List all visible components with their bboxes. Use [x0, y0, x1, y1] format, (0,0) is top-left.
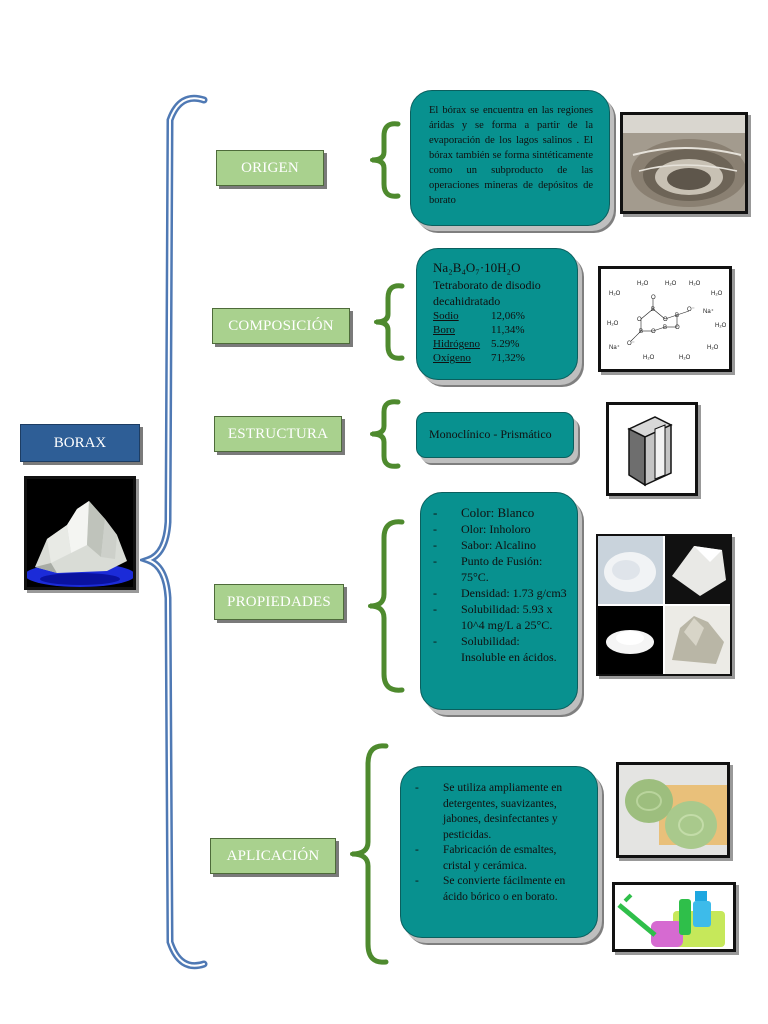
boron-label: B	[651, 307, 655, 313]
oxygen-label: O	[663, 317, 668, 323]
propiedades-brace	[368, 519, 405, 693]
aplicacion-list: Se utiliza ampliamente en detergentes, s…	[407, 781, 585, 905]
branch-label-text: APLICACIÓN	[226, 847, 320, 864]
element-pct: 12,06%	[491, 310, 525, 322]
water-label: H₂O	[643, 355, 655, 361]
molecule-diagram: H₂O H₂O H₂O H₂O H₂O H₂O H₂O H₂O H₂O H₂O …	[598, 266, 732, 372]
water-label: H₂O	[707, 345, 719, 351]
borax-samples	[596, 534, 732, 676]
estructura-box: Monoclínico - Prismático	[416, 412, 574, 458]
list-item: Solubilidad: 5.93 x 10^4 mg/L a 25°C.	[425, 601, 567, 633]
element-pct: 71,32%	[491, 352, 525, 364]
element-pct: 5.29%	[491, 338, 520, 350]
propiedades-box: Color: Blanco Olor: Inholoro Sabor: Alca…	[420, 492, 578, 710]
water-label: H₂O	[609, 291, 621, 297]
origen-brace	[370, 121, 401, 199]
boron-label: B	[663, 325, 667, 331]
oxygen-label: O	[651, 329, 656, 335]
prism-crystal	[606, 402, 698, 496]
root-label: BORAX	[20, 424, 140, 462]
estructura-brace	[370, 399, 401, 469]
list-item: Punto de Fusión: 75°C.	[425, 553, 567, 585]
sodium-label: Na⁺	[609, 344, 620, 351]
element-name: Sodio	[433, 310, 459, 322]
boron-label: B	[639, 329, 643, 335]
oxygen-label: O	[637, 317, 642, 323]
list-item: Se convierte fácilmente en ácido bórico …	[407, 874, 585, 905]
origen-box: El bórax se encuentra en las regiones ár…	[410, 90, 610, 226]
list-item: Olor: Inholoro	[425, 521, 567, 537]
element-row: Hidrógeno 5.29%	[433, 337, 565, 351]
element-row: Oxígeno 71,32%	[433, 351, 565, 365]
composicion-box: Na₂B₄O₇·10H₂O Tetraborato de disodio dec…	[416, 248, 578, 380]
list-item: Fabricación de esmaltes, cristal y cerám…	[407, 843, 585, 874]
propiedades-list: Color: Blanco Olor: Inholoro Sabor: Alca…	[425, 505, 567, 665]
branch-label-text: ESTRUCTURA	[227, 425, 329, 442]
element-pct: 11,34%	[491, 324, 525, 336]
branch-label-propiedades: PROPIEDADES	[214, 584, 344, 620]
soap-photo	[616, 762, 730, 858]
list-item: Se utiliza ampliamente en detergentes, s…	[407, 781, 585, 843]
main-brace	[140, 94, 208, 970]
element-name: Oxígeno	[433, 352, 471, 364]
branch-label-composicion: COMPOSICIÓN	[212, 308, 350, 344]
oxygen-minus-label: O⁻	[687, 307, 695, 313]
oxygen-minus-label: O⁻	[627, 341, 635, 347]
branch-label-text: ORIGEN	[241, 159, 299, 176]
water-label: H₂O	[637, 281, 649, 287]
composicion-brace	[374, 283, 405, 361]
branch-label-origen: ORIGEN	[216, 150, 324, 186]
water-label: H₂O	[689, 281, 701, 287]
element-row: Boro 11,34%	[433, 323, 565, 337]
water-label: H₂O	[715, 323, 727, 329]
water-label: H₂O	[679, 355, 691, 361]
branch-label-text: COMPOSICIÓN	[228, 317, 334, 334]
water-label: H₂O	[607, 321, 619, 327]
sodium-label: Na⁺	[703, 308, 714, 315]
element-name: Hidrógeno	[433, 338, 481, 350]
water-label: H₂O	[711, 291, 723, 297]
estructura-text: Monoclínico - Prismático	[429, 427, 552, 441]
list-item: Color: Blanco	[425, 505, 567, 521]
element-name: Boro	[433, 324, 455, 336]
compound-name: Tetraborato de disodio decahidratado	[433, 278, 541, 308]
borax-crystal-photo	[24, 476, 136, 590]
branch-label-text: PROPIEDADES	[227, 593, 331, 610]
list-item: Densidad: 1.73 g/cm3	[425, 585, 567, 601]
mine-photo	[620, 112, 748, 214]
branch-label-estructura: ESTRUCTURA	[214, 416, 342, 452]
cleaning-products-photo	[612, 882, 736, 952]
oxygen-label: O	[651, 295, 656, 301]
list-item: Sabor: Alcalino	[425, 537, 567, 553]
aplicacion-brace	[350, 743, 389, 965]
branch-label-aplicacion: APLICACIÓN	[210, 838, 336, 874]
boron-label: B	[675, 313, 679, 319]
aplicacion-box: Se utiliza ampliamente en detergentes, s…	[400, 766, 598, 938]
oxygen-label: O	[675, 325, 680, 331]
formula: Na₂B₄O₇·10H₂O	[433, 260, 521, 275]
origen-text: El bórax se encuentra en las regiones ár…	[429, 105, 593, 206]
root-label-text: BORAX	[53, 434, 107, 451]
element-row: Sodio 12,06%	[433, 309, 565, 323]
water-label: H₂O	[665, 281, 677, 287]
list-item: Solubilidad: Insoluble en ácidos.	[425, 633, 567, 665]
